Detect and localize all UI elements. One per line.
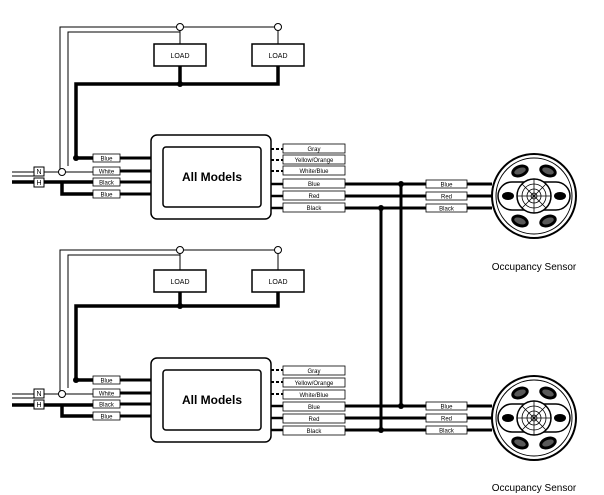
hot-feed-2 xyxy=(44,180,93,196)
hot-terminal xyxy=(33,177,45,188)
input-wire-label: Blue xyxy=(100,157,113,163)
interconnect-wires xyxy=(378,181,404,433)
sensor-wire-labels: Blue Red Black xyxy=(425,179,468,213)
output-wire-label: Gray xyxy=(307,369,320,375)
output-wire-label: Gray xyxy=(307,147,320,153)
supply-loop-thin xyxy=(59,249,278,394)
output-stubs-dashed xyxy=(271,369,283,395)
output-wire-label: Black xyxy=(307,206,323,212)
supply-loop-thin-2 xyxy=(67,254,180,388)
hot-terminal-label: H xyxy=(36,180,41,187)
junction xyxy=(398,181,404,187)
neutral-terminal-label: N xyxy=(36,169,41,176)
output-stubs xyxy=(271,404,283,432)
output-wire-label: Yellow/Orange xyxy=(295,381,334,387)
output-stubs xyxy=(271,182,283,210)
input-wire-labels: Blue White Black Blue xyxy=(92,153,121,199)
neutral-terminal xyxy=(33,388,45,399)
junction xyxy=(177,303,183,309)
junction xyxy=(73,377,79,383)
sensor-wire-label: Black xyxy=(439,429,455,435)
input-wire-label: Black xyxy=(99,181,115,187)
junction xyxy=(58,390,66,398)
output-wire-label: Blue xyxy=(308,405,321,411)
load-label-2: LOAD xyxy=(268,53,287,60)
sensor-wire-label: Blue xyxy=(440,183,453,189)
input-wire-label: White xyxy=(99,170,115,176)
hot-feed-2 xyxy=(44,403,93,418)
output-wire-labels: Gray Yellow/Orange White/Blue Blue Red B… xyxy=(282,143,346,213)
junction xyxy=(398,403,404,409)
neutral-terminal xyxy=(33,166,45,177)
unit-2: LOAD LOAD N H Blue White Black Blue All … xyxy=(12,246,577,494)
module-title: All Models xyxy=(182,170,242,184)
input-wire-label: White xyxy=(99,392,115,398)
sensor-wire-label: Black xyxy=(439,207,455,213)
module-face xyxy=(162,146,262,208)
input-wire-label: Black xyxy=(99,403,115,409)
junction xyxy=(177,81,183,87)
output-wire-label: Red xyxy=(308,194,319,200)
output-wire-label: White/Blue xyxy=(299,393,329,399)
junction xyxy=(58,168,66,176)
output-wire-label: Red xyxy=(308,417,319,423)
neutral-terminal-label: N xyxy=(36,391,41,398)
input-wire-label: Blue xyxy=(100,379,113,385)
junction xyxy=(378,205,384,211)
module-face xyxy=(162,369,262,431)
sensor-wire-label: Blue xyxy=(440,405,453,411)
junction xyxy=(378,427,384,433)
junction xyxy=(176,246,184,254)
sensor-label: Occupancy Sensor xyxy=(492,262,577,273)
output-wire-label: Blue xyxy=(308,182,321,188)
output-wire-labels: Gray Yellow/Orange White/Blue Blue Red B… xyxy=(282,365,346,436)
load-label-2: LOAD xyxy=(268,279,287,286)
sensor-label: Occupancy Sensor xyxy=(492,483,577,494)
sensor-wire-label: Red xyxy=(441,417,452,423)
junction xyxy=(73,155,79,161)
input-stubs xyxy=(120,156,151,196)
sensor-wire-label: Red xyxy=(441,195,452,201)
occupancy-sensor-icon xyxy=(491,375,577,461)
hot-terminal xyxy=(33,399,45,410)
load-label-1: LOAD xyxy=(170,279,189,286)
supply-loop-thin xyxy=(59,26,278,172)
unit-1: LOAD LOAD N H Blue White Black Blue xyxy=(12,23,577,273)
supply-loop-thin-2 xyxy=(67,31,180,166)
occupancy-sensor-icon xyxy=(491,153,577,239)
input-stubs xyxy=(120,378,151,418)
load-label-1: LOAD xyxy=(170,53,189,60)
junction xyxy=(274,246,282,254)
input-wire-labels: Blue White Black Blue xyxy=(92,375,121,421)
output-stubs-dashed xyxy=(271,148,283,172)
junction xyxy=(274,23,282,31)
input-wire-label: Blue xyxy=(100,193,113,199)
module-title: All Models xyxy=(182,393,242,407)
hot-terminal-label: H xyxy=(36,402,41,409)
sensor-wire-labels: Blue Red Black xyxy=(425,401,468,435)
output-wire-label: Yellow/Orange xyxy=(295,158,334,164)
output-wire-label: Black xyxy=(307,429,323,435)
output-wire-label: White/Blue xyxy=(299,169,329,175)
input-wire-label: Blue xyxy=(100,415,113,421)
junction xyxy=(176,23,184,31)
